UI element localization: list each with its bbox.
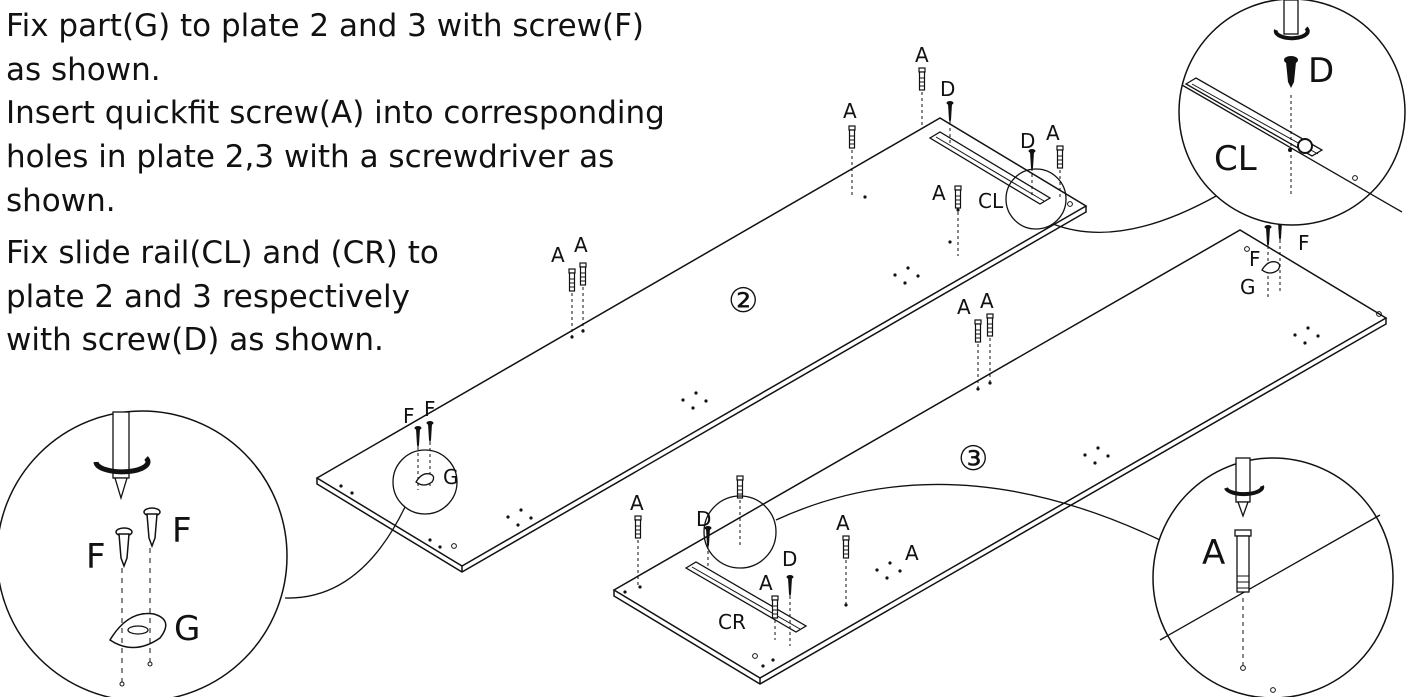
instruction-step1-line1: Fix part(G) to plate 2 and 3 with screw(… [6, 8, 645, 44]
label-a: A [1046, 121, 1060, 145]
screwdriver-icon [1283, 0, 1299, 35]
plate-2: ② [315, 117, 1088, 573]
label-f: F [424, 397, 436, 421]
instruction-step3-line3: with screw(D) as shown. [6, 322, 384, 358]
label-f: F [403, 404, 415, 428]
detail-label-f: F [86, 537, 106, 577]
instruction-step2-line3: shown. [6, 183, 116, 219]
label-a: A [957, 295, 971, 319]
detail-label-cl: CL [1214, 139, 1257, 179]
label-d: D [940, 77, 955, 101]
detail-label-f: F [172, 511, 192, 551]
label-a: A [551, 243, 565, 267]
label-cl: CL [978, 189, 1004, 213]
label-a: A [980, 289, 994, 313]
screwdriver-icon [1235, 457, 1251, 518]
instruction-step1-line2: as shown. [6, 52, 161, 88]
zoom-connectors [284, 168, 1219, 599]
plate-2-number: ② [728, 281, 758, 321]
instruction-step2-line2: holes in plate 2,3 with a screwdriver as [6, 139, 615, 175]
label-d: D [1020, 129, 1035, 153]
label-g: G [1240, 275, 1256, 299]
screws-plate-2 [417, 92, 1061, 490]
detail-label-g: G [174, 609, 200, 649]
detail-quickfit-a: A [1152, 457, 1394, 697]
detail-rail-cl: D CL [1178, 0, 1406, 226]
rotation-arrow-icon [1224, 485, 1265, 497]
label-d: D [782, 547, 797, 571]
instruction-step2-line1: Insert quickfit screw(A) into correspond… [6, 95, 665, 131]
detail-label-a: A [1202, 533, 1225, 573]
plate-3-number: ③ [958, 439, 988, 479]
rotation-arrow-icon [1273, 26, 1310, 41]
instruction-step3-line1: Fix slide rail(CL) and (CR) to [6, 235, 439, 271]
label-a: A [574, 233, 588, 257]
label-d: D [696, 507, 711, 531]
label-f: F [1298, 231, 1310, 255]
label-a: A [915, 43, 929, 67]
label-f: F [1249, 247, 1261, 271]
label-cr: CR [718, 610, 746, 634]
screw-parts [414, 67, 1284, 619]
detail-part-g: F F G [0, 410, 288, 697]
detail-label-d: D [1308, 51, 1334, 91]
rotation-arrow-icon [93, 456, 151, 475]
screwdriver-icon [112, 411, 130, 501]
instruction-step3-line2: plate 2 and 3 respectively [6, 279, 410, 315]
plate-labels: A A D D A A CL A A F F G A A F F G A D A… [403, 43, 1310, 634]
label-a: A [630, 491, 644, 515]
label-a: A [836, 511, 850, 535]
label-a: A [843, 99, 857, 123]
label-a: A [932, 181, 946, 205]
label-a: A [905, 541, 919, 565]
label-a: A [759, 571, 773, 595]
